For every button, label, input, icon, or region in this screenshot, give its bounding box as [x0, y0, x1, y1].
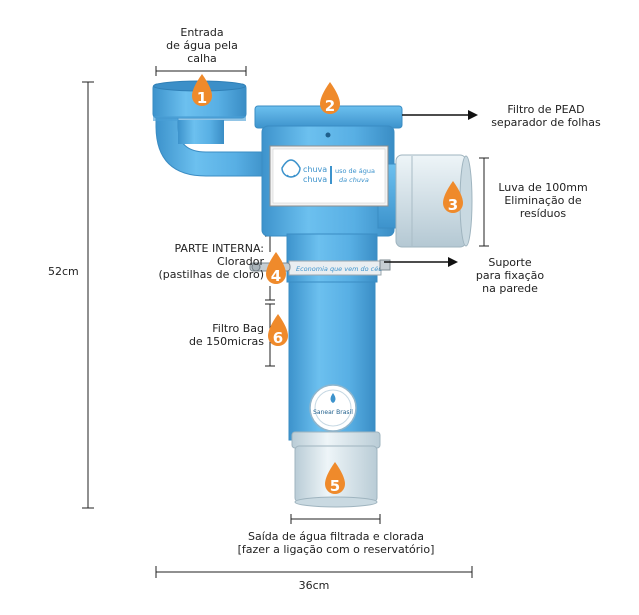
label-luva-line1: Luva de 100mm	[498, 181, 588, 194]
svg-text:2: 2	[325, 97, 335, 115]
brand-plate: chuva chuva uso de água da chuva	[269, 145, 389, 207]
label-luva-line3: resíduos	[519, 207, 567, 220]
label-clorador: PARTE INTERNA: Clorador (pastilhas de cl…	[118, 242, 265, 281]
label-clorador-line2: (pastilhas de cloro)	[158, 268, 265, 281]
brand-text-1: chuva	[303, 165, 327, 174]
svg-text:1: 1	[197, 89, 207, 107]
svg-text:4: 4	[271, 267, 281, 285]
label-suporte-line2: para fixação	[475, 269, 545, 282]
number-markers: 1 2 3 4 5 6	[192, 74, 463, 495]
dimension-lines	[82, 66, 489, 578]
seal-text: Sanear Brasil	[313, 409, 353, 416]
label-parte-interna: PARTE INTERNA:	[174, 242, 264, 255]
label-luva: Luva de 100mm Eliminação de resíduos	[490, 181, 596, 220]
label-entrada-line3: calha	[187, 52, 217, 65]
label-suporte: Suporte para fixação na parede	[464, 256, 556, 295]
svg-text:3: 3	[448, 196, 458, 214]
marker-4: 4	[266, 252, 286, 285]
label-luva-line2: Eliminação de	[504, 194, 582, 207]
label-suporte-line1: Suporte	[488, 256, 532, 269]
marker-2: 2	[320, 82, 340, 115]
tagline-1: uso de água	[335, 167, 375, 175]
label-filtro-pead-line1: Filtro de PEAD	[507, 103, 585, 116]
height-dimension: 52cm	[48, 265, 79, 278]
marker-1: 1	[192, 74, 212, 107]
label-filtro-bag-line1: Filtro Bag	[212, 322, 264, 335]
label-clorador-line1: Clorador	[217, 255, 264, 268]
tagline-2: da chuva	[339, 176, 369, 184]
marker-6: 6	[268, 314, 288, 347]
label-filtro-bag-line2: de 150micras	[188, 335, 264, 348]
label-filtro-pead-line2: separador de folhas	[491, 116, 601, 129]
svg-text:5: 5	[330, 477, 340, 495]
label-entrada-line2: de água pela	[166, 39, 238, 52]
brand-text-2: chuva	[303, 175, 327, 184]
label-saida-line1: Saída de água filtrada e clorada	[247, 530, 425, 543]
sanear-seal: Sanear Brasil	[309, 384, 357, 432]
width-dimension: 36cm	[298, 579, 330, 592]
svg-text:6: 6	[273, 329, 283, 347]
label-entrada: Entrada de água pela calha	[150, 26, 254, 65]
label-entrada-line1: Entrada	[180, 26, 224, 39]
callout-arrows	[384, 110, 478, 267]
label-saida-line2: [fazer a ligação com o reservatório]	[237, 543, 435, 556]
marker-5: 5	[325, 462, 345, 495]
label-filtro-bag: Filtro Bag de 150micras	[160, 322, 264, 348]
clamp-text: Economia que vem do céu	[296, 265, 382, 273]
label-filtro-pead: Filtro de PEAD separador de folhas	[482, 103, 610, 129]
label-suporte-line3: na parede	[482, 282, 538, 295]
side-sleeve	[377, 154, 473, 248]
marker-3: 3	[443, 181, 463, 214]
label-saida: Saída de água filtrada e clorada [fazer …	[214, 530, 458, 556]
